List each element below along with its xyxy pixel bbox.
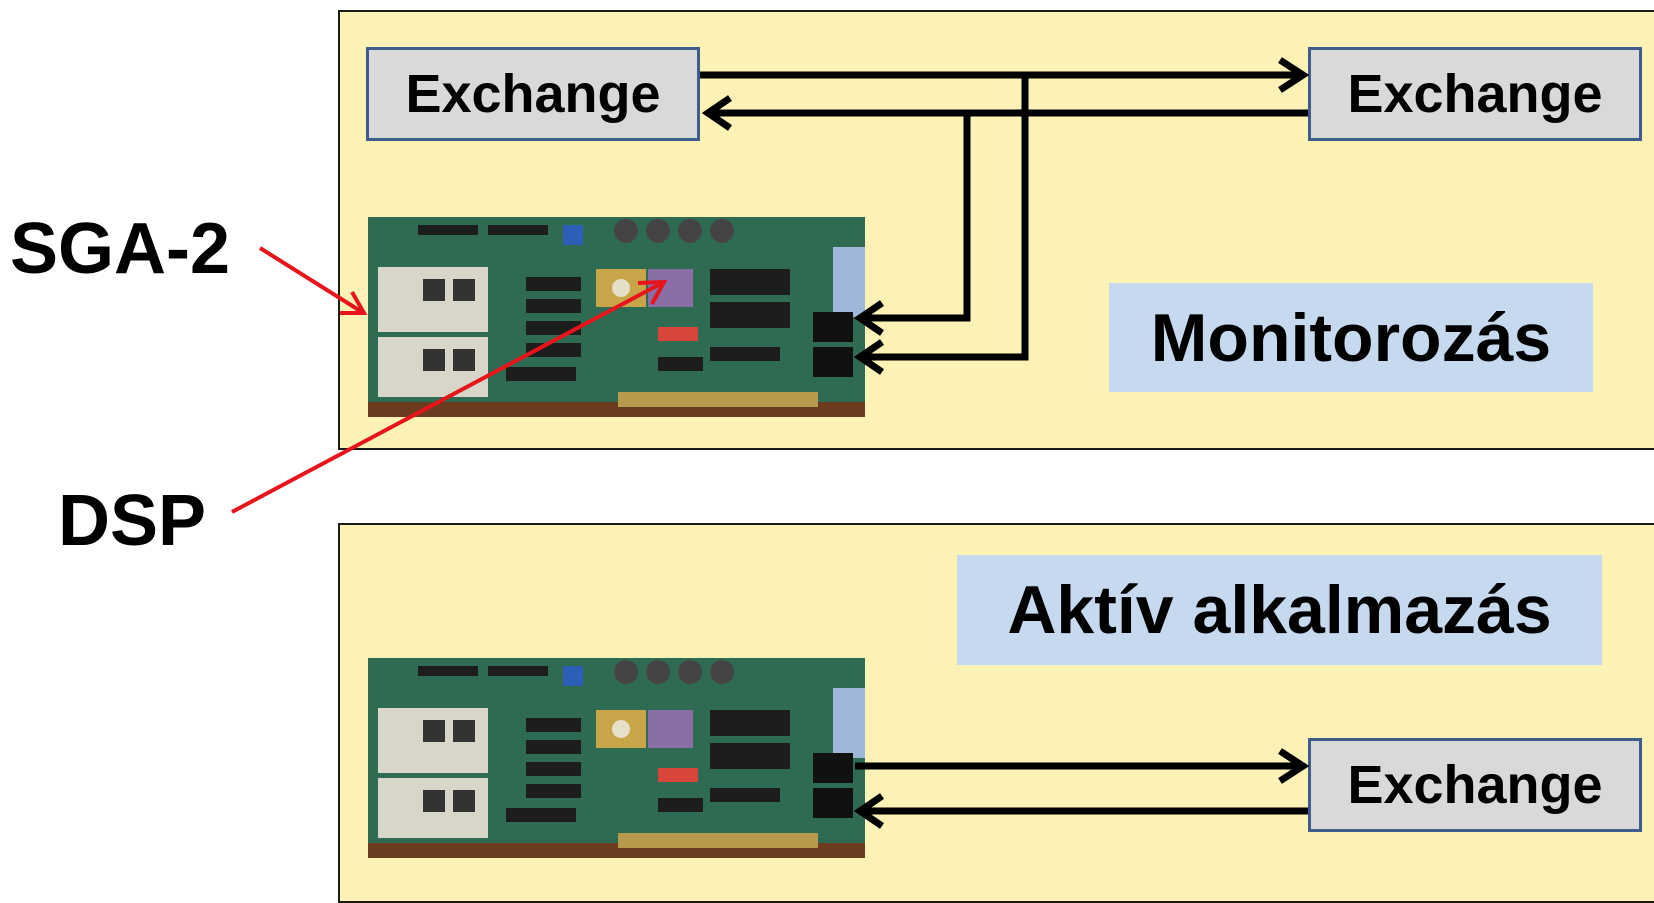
monitor-tap-1 — [860, 113, 971, 322]
exchange-box-bottom: Exchange — [1308, 738, 1642, 832]
exchange-box-top-right: Exchange — [1308, 47, 1642, 141]
arrow-left-icon — [853, 793, 884, 829]
monitor-tap-2 — [860, 75, 1029, 361]
sga-2-callout-line — [258, 246, 364, 314]
exchange-label: Exchange — [1347, 64, 1603, 124]
dsp-callout-line — [231, 281, 663, 514]
exchange-label: Exchange — [405, 64, 661, 124]
dsp-callout-arrowhead — [637, 279, 668, 305]
arrow-left-icon — [853, 300, 884, 336]
sga-2-callout-arrowhead — [340, 291, 368, 315]
monitoring-title: Monitorozás — [1150, 299, 1552, 376]
connector-overlay — [231, 57, 1310, 829]
sga-2-label: SGA-2 — [10, 209, 231, 289]
exchange-box-top-left: Exchange — [366, 47, 700, 141]
arrow-right-icon — [1278, 57, 1310, 93]
arrow-left-icon — [853, 339, 884, 375]
arrow-right-icon — [1278, 748, 1310, 784]
dsp-label: DSP — [58, 481, 207, 561]
exchange-label: Exchange — [1347, 755, 1603, 815]
sga-2-board-photo-bottom — [368, 658, 865, 858]
active-application-title: Aktív alkalmazás — [1007, 572, 1552, 648]
arrow-left-icon — [701, 95, 732, 131]
board-graphic — [368, 658, 865, 858]
active-application-title-box: Aktív alkalmazás — [957, 555, 1602, 665]
monitoring-title-box: Monitorozás — [1109, 283, 1593, 392]
